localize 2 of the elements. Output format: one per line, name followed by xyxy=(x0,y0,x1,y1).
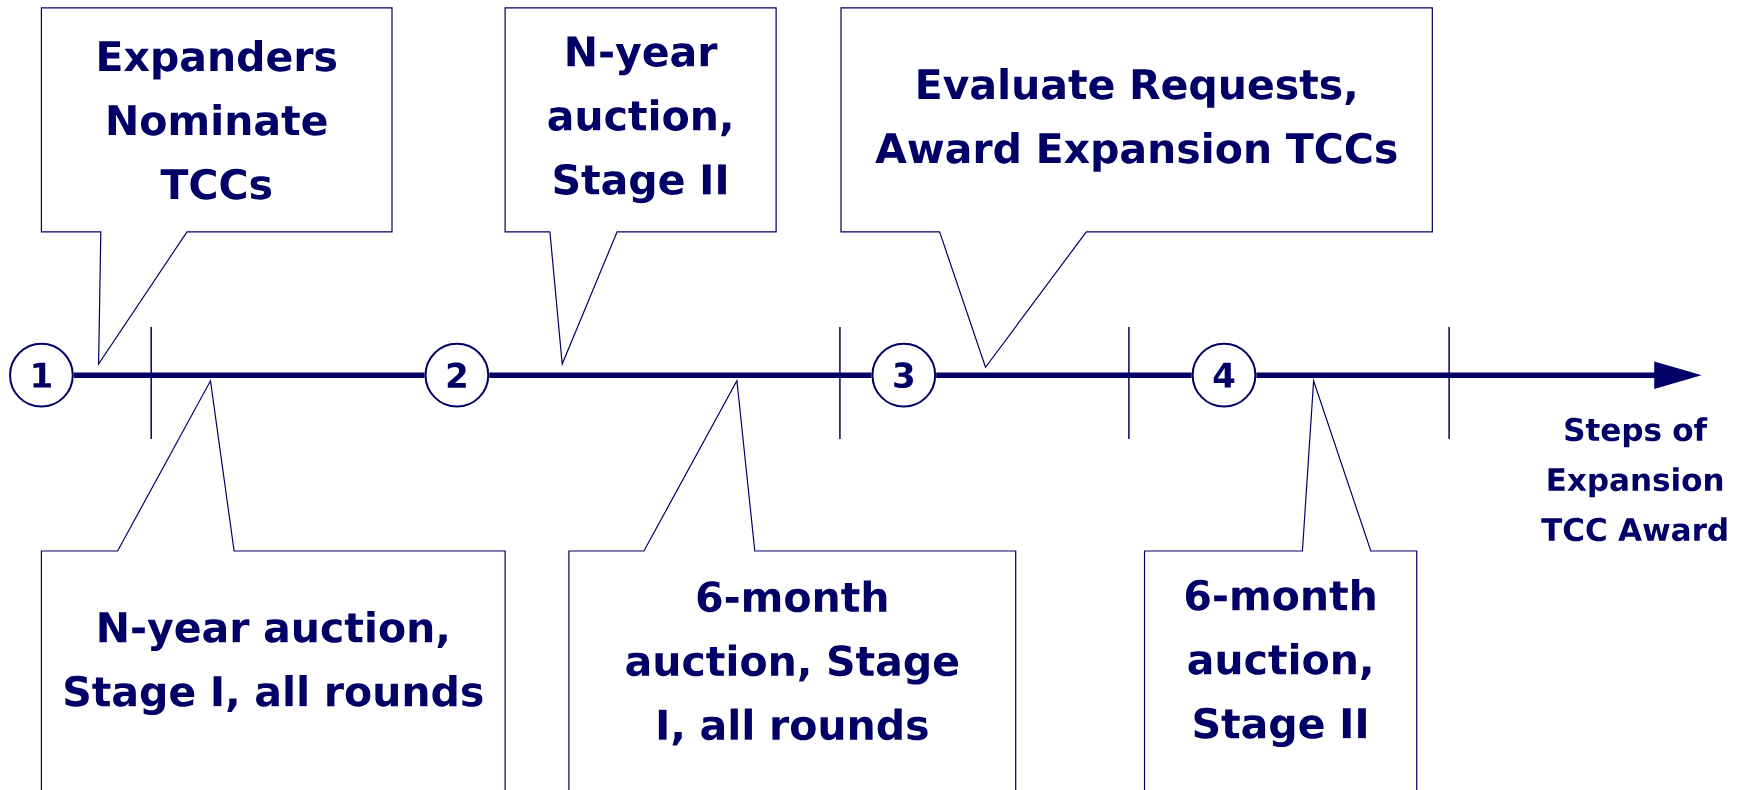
axis-label: Steps of Expansion TCC Award xyxy=(1541,417,1727,542)
callout-box: N-year auction, Stage II xyxy=(504,7,777,367)
